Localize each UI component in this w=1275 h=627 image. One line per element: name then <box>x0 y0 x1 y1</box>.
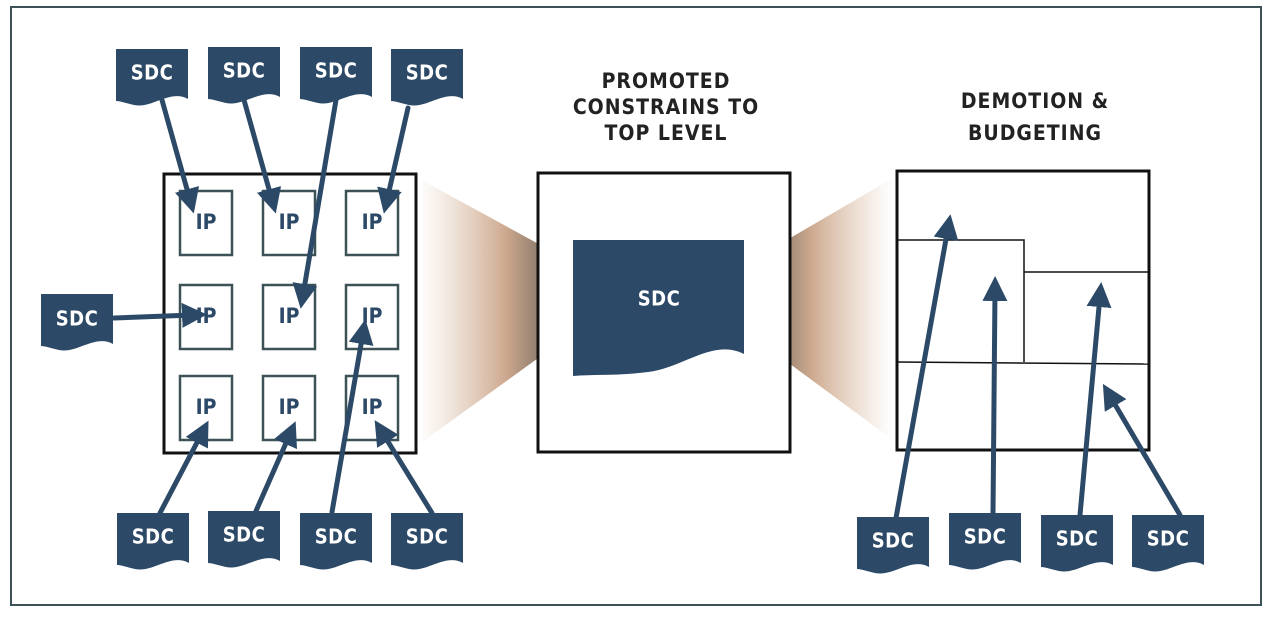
ip-label: IP <box>196 210 217 234</box>
arrow <box>241 97 282 214</box>
ip-label: IP <box>362 210 383 234</box>
constraint-arrows-left <box>111 97 435 516</box>
sdc-file: SDC <box>857 517 929 574</box>
sdc-file: SDC <box>391 49 463 106</box>
ip-label: IP <box>279 210 300 234</box>
arrow <box>329 319 374 515</box>
outer-frame <box>10 6 1262 606</box>
arrow <box>1102 383 1183 518</box>
sdc-file: SDC <box>116 49 188 106</box>
svg-text:SDC: SDC <box>315 525 358 549</box>
arrow <box>893 214 959 521</box>
sdc-file: SDC <box>949 513 1021 570</box>
ip-label: IP <box>279 395 300 419</box>
svg-text:SDC: SDC <box>638 287 681 311</box>
arrow <box>982 276 1008 516</box>
svg-text:SDC: SDC <box>223 523 266 547</box>
svg-text:SDC: SDC <box>132 525 175 549</box>
constraint-arrows-right <box>893 214 1183 521</box>
svg-text:SDC: SDC <box>56 307 99 331</box>
ip-label: IP <box>196 304 217 328</box>
sdc-file: SDC <box>1132 515 1204 572</box>
svg-text:SDC: SDC <box>406 61 449 85</box>
ip-label: IP <box>362 395 383 419</box>
arrow <box>1077 282 1112 518</box>
arrow <box>157 420 209 516</box>
sdc-file: SDC <box>300 513 372 570</box>
arrow <box>159 97 200 214</box>
arrow <box>292 97 339 309</box>
middle-title-line-2: CONSTRAINS TO <box>573 95 759 119</box>
svg-text:SDC: SDC <box>964 525 1007 549</box>
arrow <box>377 105 411 214</box>
arrow <box>253 421 297 514</box>
svg-text:SDC: SDC <box>872 529 915 553</box>
sdc-file: SDC <box>208 511 280 568</box>
ip-block <box>261 283 317 351</box>
middle-title-line-1: PROMOTED <box>602 69 731 93</box>
ip-grid: IP IP IP IP IP IP IP IP IP <box>178 189 400 442</box>
right-title-line-2: BUDGETING <box>968 121 1102 145</box>
sdc-file: SDC <box>391 513 463 570</box>
svg-text:SDC: SDC <box>1147 527 1190 551</box>
sdc-file: SDC <box>41 294 113 351</box>
middle-title-line-3: TOP LEVEL <box>605 121 728 145</box>
svg-text:SDC: SDC <box>223 59 266 83</box>
right-title-line-1: DEMOTION & <box>961 89 1109 113</box>
svg-text:SDC: SDC <box>315 59 358 83</box>
sdc-file: SDC <box>117 513 189 570</box>
ip-label: IP <box>196 395 217 419</box>
sdc-file: SDC <box>1041 515 1113 572</box>
svg-text:SDC: SDC <box>131 61 174 85</box>
ip-label: IP <box>279 304 300 328</box>
svg-text:SDC: SDC <box>406 525 449 549</box>
svg-text:SDC: SDC <box>1056 527 1099 551</box>
sdc-file: SDC <box>208 47 280 104</box>
ip-label: IP <box>362 304 383 328</box>
arrow <box>374 420 435 516</box>
sdc-file-large: SDC <box>573 240 744 376</box>
arrow <box>111 302 207 328</box>
sdc-file: SDC <box>300 47 372 104</box>
